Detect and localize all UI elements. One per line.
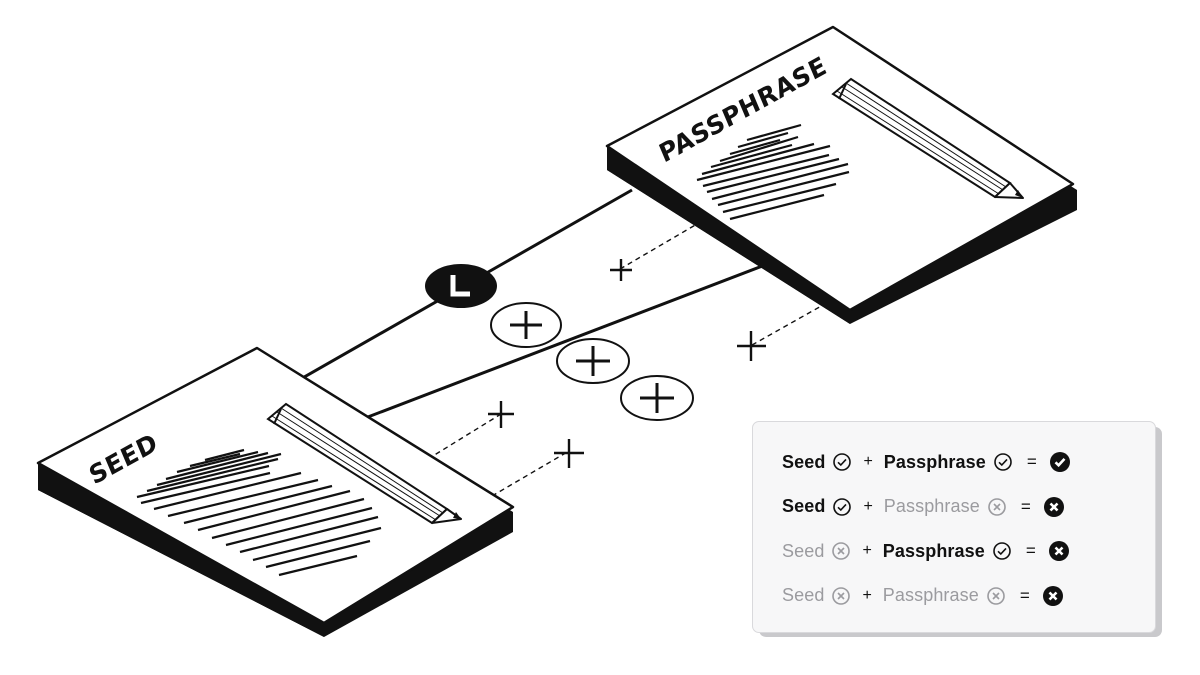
small-plus-markers xyxy=(488,259,766,468)
equals-operator: = xyxy=(1020,496,1031,516)
x-circle-icon xyxy=(986,586,1006,606)
plus-icon xyxy=(488,401,514,428)
plus-icon xyxy=(554,439,584,468)
passphrase-label: Passphrase xyxy=(883,496,980,517)
x-circle-icon xyxy=(831,541,851,561)
lock-icon xyxy=(425,264,497,308)
check-circle-icon xyxy=(832,452,852,472)
circled-plus-icon xyxy=(490,302,562,348)
passphrase-term: Passphrase xyxy=(883,585,1006,606)
check-circle-icon xyxy=(993,452,1013,472)
legend-row: Seed + Passphrase = xyxy=(753,440,1155,485)
plus-operator: + xyxy=(863,497,873,515)
passphrase-card: PASSPHRASE xyxy=(605,25,1077,324)
pencil-icon xyxy=(266,402,462,525)
passphrase-label: Passphrase xyxy=(882,585,979,606)
equals-operator: = xyxy=(1026,452,1037,472)
equals-operator: = xyxy=(1025,541,1036,561)
x-circle-icon xyxy=(987,497,1007,517)
legend-row: Seed + Passphrase = xyxy=(753,574,1155,619)
seed-term: Seed xyxy=(782,496,852,517)
seed-label: Seed xyxy=(782,540,825,561)
plus-operator: + xyxy=(863,453,873,471)
passphrase-term: Passphrase xyxy=(884,496,1007,517)
failure-x-icon xyxy=(1043,496,1065,518)
seed-text-lines xyxy=(136,448,382,577)
success-check-icon xyxy=(1049,451,1071,473)
legend-row: Seed + Passphrase = xyxy=(753,485,1155,530)
seed-card: SEED xyxy=(36,346,515,637)
x-circle-icon xyxy=(831,586,851,606)
seed-term: Seed xyxy=(782,585,851,606)
circled-plus-icon xyxy=(620,375,694,421)
plus-icon xyxy=(737,331,766,361)
passphrase-label: Passphrase xyxy=(882,540,985,561)
passphrase-label: Passphrase xyxy=(883,451,986,472)
combination-legend: Seed + Passphrase = Seed + Passphrase = … xyxy=(752,421,1156,633)
seed-term: Seed xyxy=(782,452,852,473)
failure-x-icon xyxy=(1042,585,1064,607)
seed-label: Seed xyxy=(782,451,826,472)
seed-term: Seed xyxy=(782,541,851,562)
plus-operator: + xyxy=(862,542,872,560)
equals-operator: = xyxy=(1019,585,1030,605)
circled-plus-icon xyxy=(556,338,630,384)
passphrase-term: Passphrase xyxy=(884,452,1013,473)
check-circle-icon xyxy=(992,541,1012,561)
passphrase-term: Passphrase xyxy=(883,541,1012,562)
seed-label: Seed xyxy=(782,585,825,606)
pencil-icon xyxy=(831,77,1024,199)
check-circle-icon xyxy=(832,497,852,517)
plus-icon xyxy=(610,259,632,281)
passphrase-text-lines xyxy=(696,123,850,221)
failure-x-icon xyxy=(1048,540,1070,562)
dashed-connectors xyxy=(427,223,833,497)
plus-operator: + xyxy=(862,586,872,604)
legend-row: Seed + Passphrase = xyxy=(753,529,1155,574)
seed-label: Seed xyxy=(782,496,826,517)
